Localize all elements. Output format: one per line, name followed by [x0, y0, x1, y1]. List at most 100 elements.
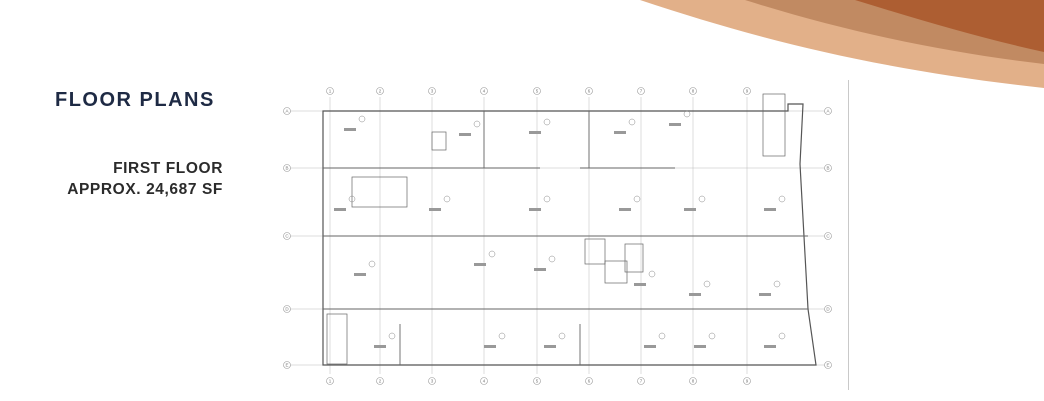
room-label [759, 293, 771, 296]
room-tag-bubble [548, 255, 556, 263]
room-label [474, 263, 486, 266]
grid-bubble [689, 87, 697, 95]
grid-bubble [824, 107, 832, 115]
grid-bubble [283, 107, 291, 115]
room-label [694, 345, 706, 348]
grid-row-label: E [826, 363, 829, 368]
grid-bubble [585, 377, 593, 385]
grid-bubble [824, 164, 832, 172]
grid-bubble [283, 232, 291, 240]
room-label [529, 131, 541, 134]
room-tag-bubble [358, 115, 366, 123]
grid-bubble [824, 361, 832, 369]
exterior-wall [322, 103, 817, 366]
room-label [619, 208, 631, 211]
room-label [684, 208, 696, 211]
swoosh-dark [855, 0, 1044, 52]
room-label [764, 208, 776, 211]
grid-column-label: 7 [640, 379, 643, 384]
grid-column-label: 2 [379, 379, 382, 384]
room-tag-bubble [543, 195, 551, 203]
grid-bubble [326, 377, 334, 385]
grid-row-label: D [285, 307, 289, 312]
room-tag-bubble [708, 332, 716, 340]
room-tag-bubble [498, 332, 506, 340]
grid-column-label: 6 [588, 379, 591, 384]
grid-bubble [637, 87, 645, 95]
stair-or-elevator [604, 260, 628, 284]
room-label [529, 208, 541, 211]
room-label [429, 208, 441, 211]
grid-column-label: 1 [329, 379, 332, 384]
grid-bubble [824, 232, 832, 240]
room-tag-bubble [648, 270, 656, 278]
grid-bubble [533, 87, 541, 95]
floor-name: FIRST FLOOR [113, 160, 223, 177]
room-label [614, 131, 626, 134]
grid-column-label: 8 [692, 89, 695, 94]
floor-info: FIRST FLOOR APPROX. 24,687 SF [67, 158, 223, 200]
grid-row-label: C [826, 234, 830, 239]
grid-bubble [743, 87, 751, 95]
stair-or-elevator [584, 238, 606, 265]
stair-or-elevator [431, 131, 447, 151]
room-label [354, 273, 366, 276]
grid-column-label: 1 [329, 89, 332, 94]
grid-bubble [283, 305, 291, 313]
decorative-swoosh [640, 0, 1044, 88]
grid-column-label: 5 [536, 379, 539, 384]
grid-bubble [824, 305, 832, 313]
grid-row-label: A [285, 109, 288, 114]
grid-row-label: B [285, 166, 288, 171]
room-label [634, 283, 646, 286]
room-tag-bubble [543, 118, 551, 126]
grid-bubble [428, 87, 436, 95]
room-tag-bubble [778, 195, 786, 203]
grid-row-label: C [285, 234, 289, 239]
grid-bubble [689, 377, 697, 385]
grid-column-label: 9 [746, 379, 749, 384]
room-label [544, 345, 556, 348]
room-label [669, 123, 681, 126]
room-tag-bubble [658, 332, 666, 340]
floor-area: APPROX. 24,687 SF [67, 181, 223, 198]
room-label [534, 268, 546, 271]
stair-or-elevator [624, 243, 644, 273]
grid-column-label: 9 [746, 89, 749, 94]
grid-column-label: 7 [640, 89, 643, 94]
grid-bubble [533, 377, 541, 385]
grid-row-label: E [285, 363, 288, 368]
room-tag-bubble [633, 195, 641, 203]
grid-column-label: 4 [483, 379, 486, 384]
grid-bubble [283, 164, 291, 172]
room-tag-bubble [683, 110, 691, 118]
grid-bubble [326, 87, 334, 95]
grid-row-label: D [826, 307, 830, 312]
grid-column-label: 3 [431, 379, 434, 384]
grid-bubble [428, 377, 436, 385]
grid-column-label: 3 [431, 89, 434, 94]
grid-bubble [376, 87, 384, 95]
stair-or-elevator [351, 176, 408, 208]
divider-line [848, 80, 849, 390]
grid-bubble [283, 361, 291, 369]
grid-bubble [743, 377, 751, 385]
room-tag-bubble [698, 195, 706, 203]
grid-bubble [585, 87, 593, 95]
grid-column-label: 5 [536, 89, 539, 94]
grid-column-label: 2 [379, 89, 382, 94]
room-tag-bubble [348, 195, 356, 203]
room-tag-bubble [473, 120, 481, 128]
grid-row-label: A [826, 109, 829, 114]
room-tag-bubble [773, 280, 781, 288]
room-tag-bubble [558, 332, 566, 340]
grid-bubble [480, 377, 488, 385]
room-label [374, 345, 386, 348]
room-tag-bubble [703, 280, 711, 288]
room-tag-bubble [443, 195, 451, 203]
grid-row-label: B [826, 166, 829, 171]
room-label [344, 128, 356, 131]
room-tag-bubble [778, 332, 786, 340]
grid-bubble [480, 87, 488, 95]
